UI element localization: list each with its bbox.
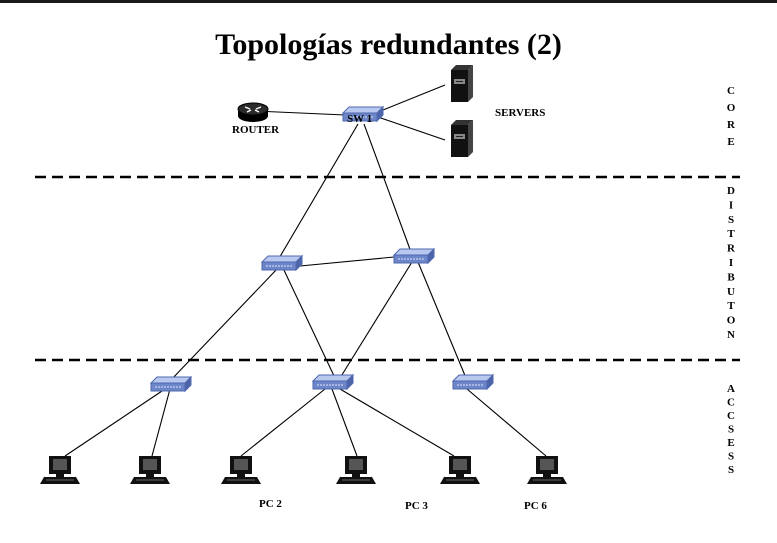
link-sw1-dist-left <box>277 123 359 261</box>
link-access-right-pc6 <box>466 388 547 457</box>
links <box>64 84 547 457</box>
layer-letter: T <box>727 300 735 312</box>
layer-letter: E <box>727 437 734 449</box>
pc-icon-6 <box>526 455 568 485</box>
link-access-mid-pc4 <box>331 388 358 457</box>
layer-letter: S <box>728 424 734 436</box>
link-dist-left-access-left <box>169 267 279 382</box>
layer-letter: I <box>729 257 733 269</box>
core-switch-label: SW 1 <box>347 113 372 125</box>
layer-letter: I <box>729 199 733 211</box>
layer-letter: S <box>728 464 734 476</box>
link-access-mid-pc5 <box>339 388 455 457</box>
slide-title: Topologías redundantes (2) <box>215 28 562 61</box>
servers-label: SERVERS <box>495 107 545 119</box>
link-access-mid-pc3 <box>240 388 326 457</box>
link-access-left-pc1 <box>64 388 166 457</box>
pc-icon-2 <box>129 455 171 485</box>
router-label: ROUTER <box>232 124 280 136</box>
layer-letter: U <box>727 286 735 298</box>
link-dist-left-dist-right <box>299 256 395 267</box>
pc-icon-1 <box>39 455 81 485</box>
server-icon-2 <box>451 120 473 157</box>
router-icon <box>237 102 269 122</box>
pc2-label: PC 2 <box>259 498 282 510</box>
link-access-left-pc2 <box>151 388 171 457</box>
server-icon-1 <box>451 65 473 102</box>
layer-letter: E <box>727 136 734 148</box>
pc-icon-4 <box>335 455 377 485</box>
link-router-sw1 <box>254 110 346 116</box>
layer-letter: B <box>727 271 735 283</box>
layer-letter: O <box>727 315 736 327</box>
pc3-label: PC 3 <box>405 500 428 512</box>
layer-letter: R <box>727 119 736 131</box>
link-dist-left-access-mid <box>282 267 336 379</box>
pc-icon-3 <box>220 455 262 485</box>
layer-letter: R <box>727 243 736 255</box>
access-switch-left-icon <box>150 376 192 392</box>
layer-letter: D <box>727 185 735 197</box>
layer-letter: S <box>728 214 734 226</box>
layer-letter: C <box>727 85 735 97</box>
layer-letter: S <box>728 451 734 463</box>
layer-letter: N <box>727 329 735 341</box>
link-sw1-server1 <box>377 84 446 113</box>
layer-letter: T <box>727 228 735 240</box>
link-sw1-dist-right <box>363 123 412 253</box>
link-sw1-server2 <box>377 116 446 141</box>
layer-letter: C <box>727 410 735 422</box>
layer-letter: O <box>727 102 736 114</box>
pc6-label: PC 6 <box>524 500 547 512</box>
distribution-switch-right-icon <box>393 248 435 264</box>
access-switch-mid-icon <box>312 374 354 390</box>
pc-icon-5 <box>439 455 481 485</box>
layer-letter: A <box>727 383 735 395</box>
top-border <box>0 0 777 3</box>
layer-letter: C <box>727 397 735 409</box>
link-dist-right-access-right <box>417 261 467 379</box>
distribution-switch-left-icon <box>261 255 303 271</box>
access-switch-right-icon <box>452 374 494 390</box>
link-dist-right-access-mid <box>339 261 413 379</box>
